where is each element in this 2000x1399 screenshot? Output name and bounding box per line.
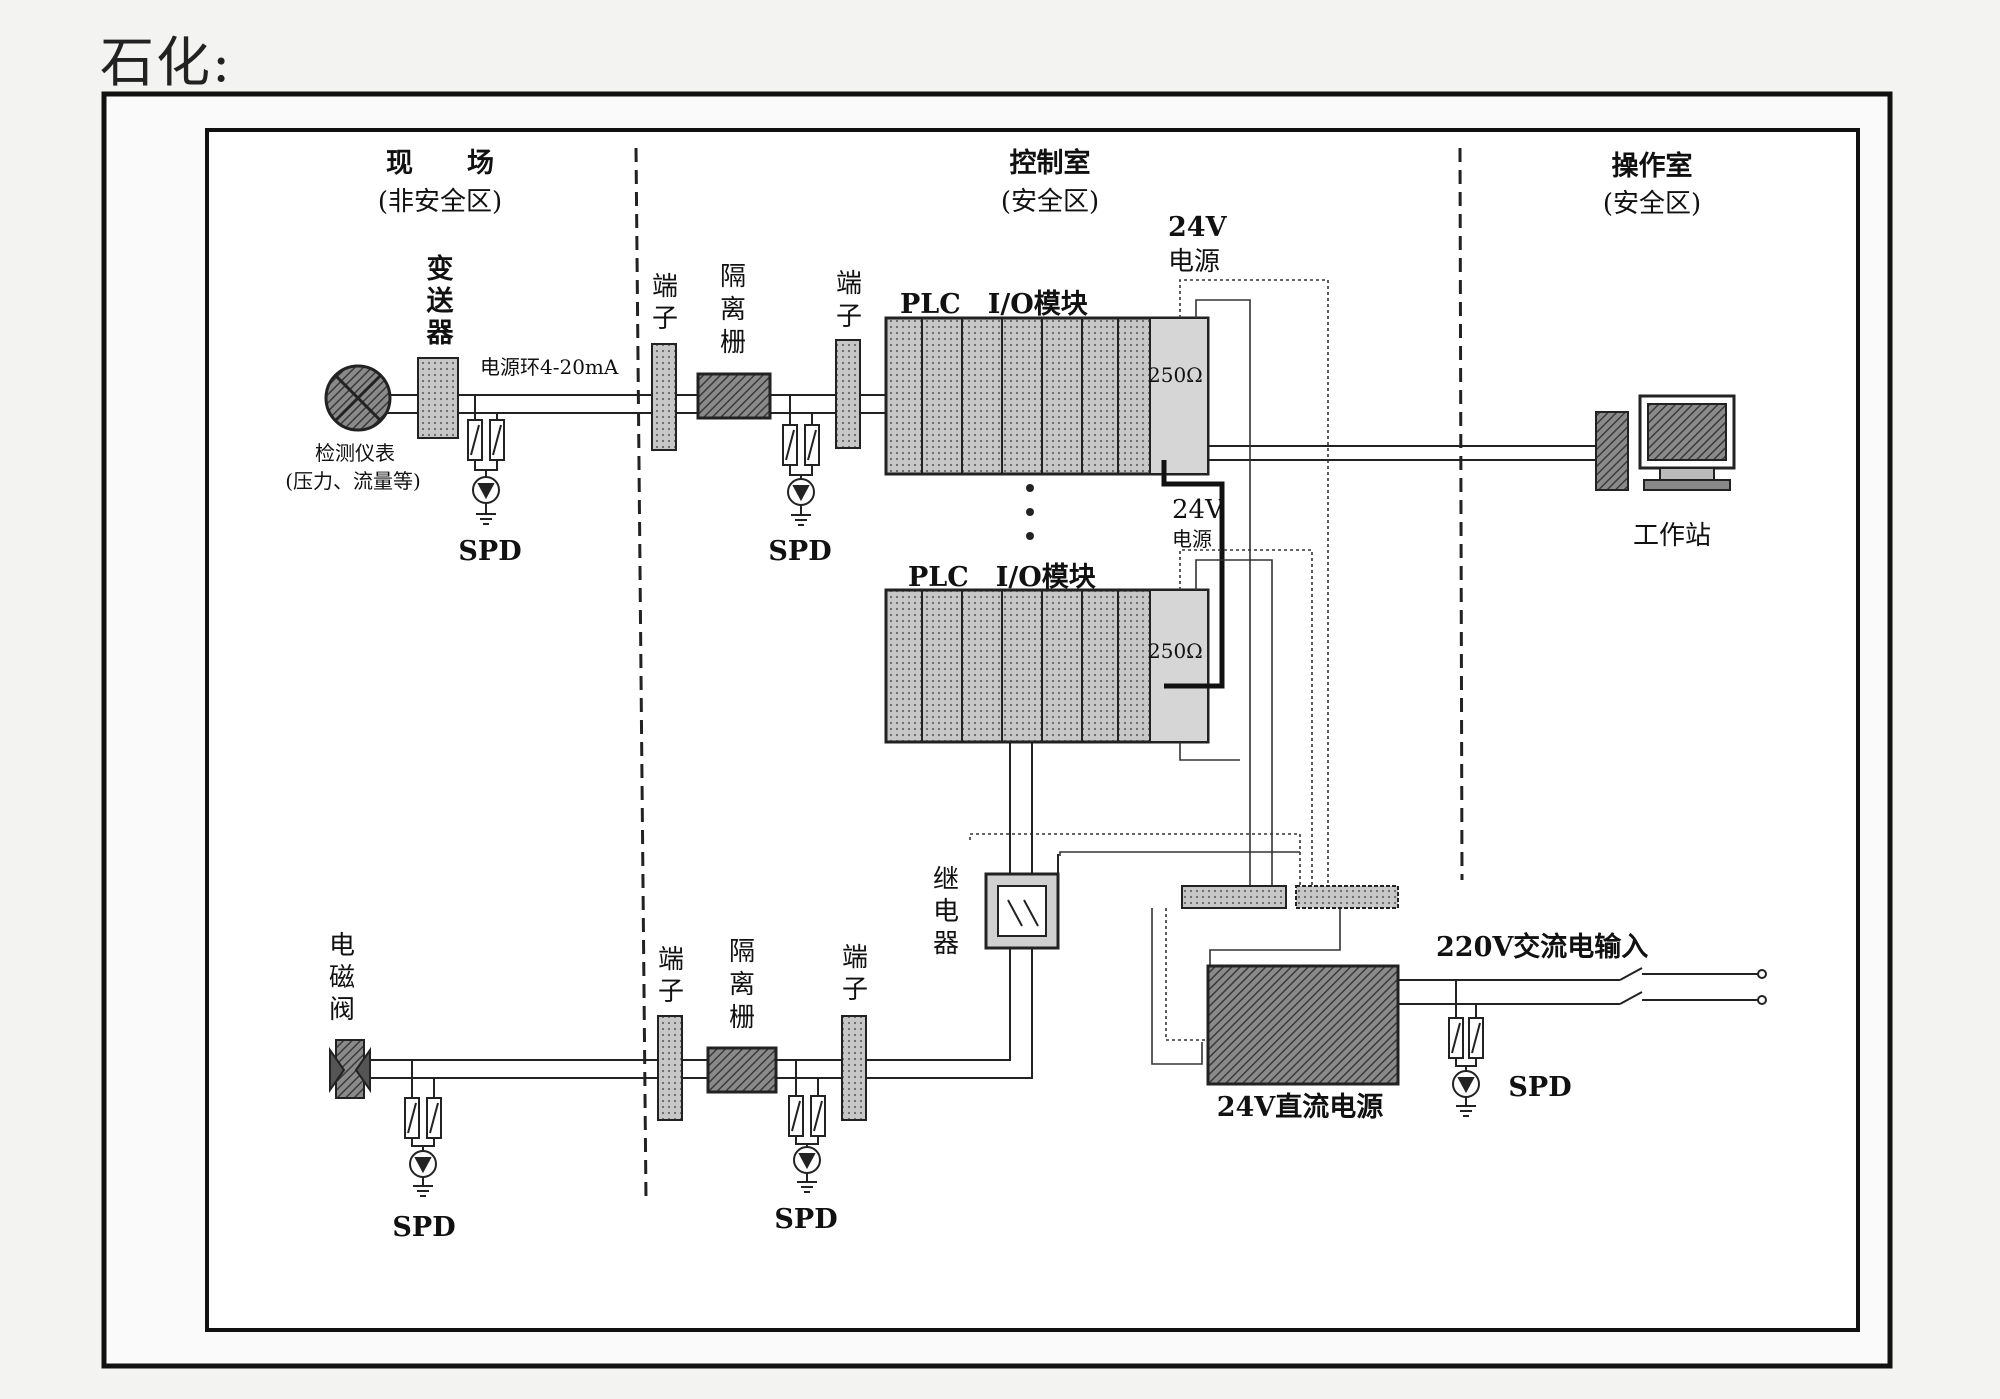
ac-input-label: 220V交流电输入 [1436,931,1648,963]
terminal-2-label-2: 子 [836,302,862,332]
plc-power-link [1161,460,1225,689]
loop-label: 电源环4-20mA [480,355,619,379]
relay-control-wires [860,742,1059,1079]
workstation-icon [1595,394,1736,491]
isolation-barrier-1 [696,372,772,420]
barrier-2-label-1: 隔 [729,937,755,967]
terminal-4-label-1: 端 [842,943,868,973]
barrier-1-label-2: 离 [720,295,746,325]
zone-field-subtitle: (非安全区) [378,187,502,217]
terminal-strip-1 [1181,885,1287,909]
spd-label-3: SPD [1508,1072,1571,1103]
resistor-label-top: 250Ω [1148,363,1203,387]
spd-surge-protector-4 [404,1060,442,1197]
terminal-3-label-1: 端 [658,945,684,975]
plc-continuation-dots [1026,484,1034,540]
terminal-4-label-2: 子 [842,975,868,1005]
terminal-strip-2 [1295,885,1399,909]
power24-top-label-1: 24V [1168,212,1228,243]
terminal-1-label-2: 子 [652,304,678,334]
transmitter-label-1: 变 [427,253,454,285]
detection-instrument-icon [324,364,392,432]
plc-top-power-slot [1149,317,1209,475]
barrier-2-label-3: 栅 [729,1003,755,1033]
spd-label-4: SPD [392,1212,455,1243]
dc-power-supply [1206,964,1400,1086]
power24-mid-label-1: 24V [1172,495,1225,525]
terminal-block-4 [841,1015,867,1121]
power-distribution-lines [969,279,1341,1065]
resistor-label-bottom: 250Ω [1148,639,1203,663]
instrument-label: 检测仪表 [315,441,395,465]
spd-surge-protector-2 [782,395,820,526]
relay-label-3: 器 [933,929,959,959]
spd-label-2: SPD [768,536,831,567]
transmitter-box [417,357,459,439]
zone-control-subtitle: (安全区) [1001,187,1099,217]
barrier-1-label-1: 隔 [720,262,746,292]
plc-top-label: PLC I/O模块 [900,289,1089,320]
plc-bottom-label: PLC I/O模块 [908,562,1097,593]
solenoid-label-2: 磁 [329,963,355,993]
transmitter-label-2: 送 [427,286,454,317]
transmitter-label-3: 器 [426,318,455,349]
zone-field-title: 现 场 [386,148,494,179]
barrier-2-label-2: 离 [729,970,755,1000]
page-heading: 石化: [100,31,233,94]
workstation-label: 工作站 [1633,521,1711,551]
solenoid-label-3: 阀 [329,995,355,1025]
ac-input-wires [1398,967,1767,1005]
terminal-2-label-1: 端 [836,269,862,299]
power24-mid-label-2: 电源 [1172,527,1212,551]
terminal-block-1 [651,343,677,451]
isolation-barrier-2 [706,1046,778,1094]
zone-operation-title: 操作室 [1612,150,1693,182]
solenoid-label-1: 电 [329,931,355,961]
dc-supply-label: 24V直流电源 [1217,1092,1384,1123]
spd-surge-protector-5 [788,1060,826,1193]
terminal-3-label-2: 子 [658,977,684,1007]
spd-label-5: SPD [774,1204,837,1235]
terminal-1-label-1: 端 [652,272,678,302]
solenoid-valve-icon [329,1039,371,1099]
instrument-note: (压力、流量等) [285,469,421,493]
relay-icon [984,872,1060,950]
bottom-signal-wires [370,1059,860,1079]
relay-label-2: 电 [933,897,959,927]
top-signal-wires [382,394,888,414]
terminal-block-2 [835,339,861,449]
spd-surge-protector-1 [467,395,505,525]
network-cable [1208,445,1600,461]
barrier-1-label-3: 栅 [720,328,746,358]
relay-label-1: 继 [933,865,959,895]
zone-operation-subtitle: (安全区) [1603,189,1701,219]
spd-label-1: SPD [458,536,521,567]
zone-control-title: 控制室 [1010,147,1091,179]
power24-top-label-2: 电源 [1168,247,1220,277]
plc-bottom-power-slot [1149,589,1209,743]
terminal-block-3 [657,1015,683,1121]
spd-surge-protector-3 [1448,980,1484,1117]
zone-divider-2 [1458,147,1464,881]
